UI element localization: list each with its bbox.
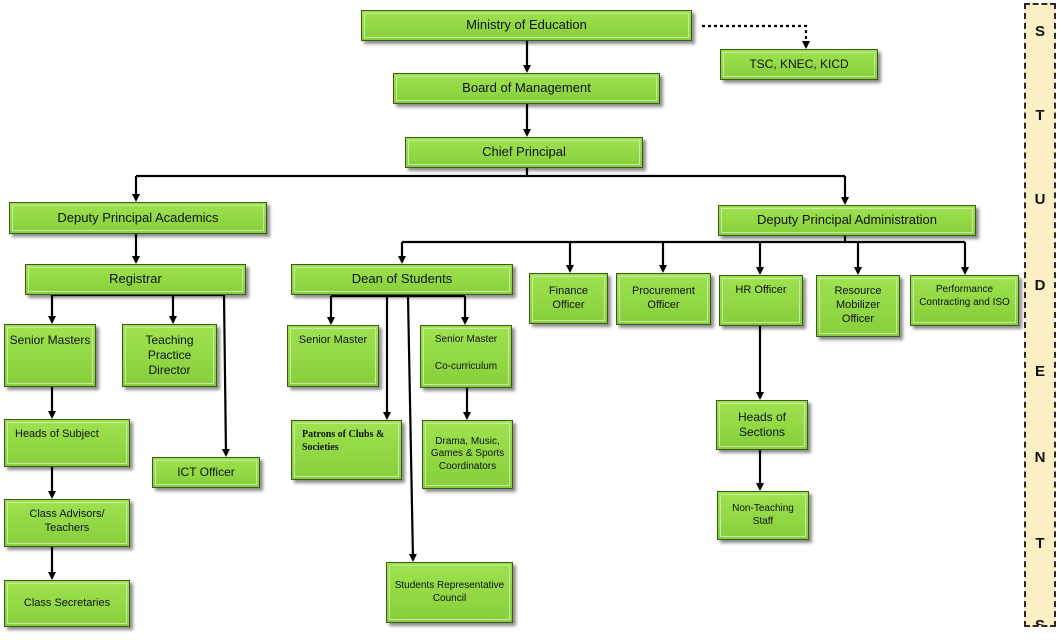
heads-of-subject-label: Heads of Subject (15, 428, 99, 440)
dean-senior-master-box: Senior Master (287, 325, 379, 387)
students-letter-8: S (1034, 617, 1045, 627)
registrar-box: Registrar (25, 264, 246, 295)
dean-of-students-box: Dean of Students (291, 264, 513, 295)
drama-music-games-label: Drama, Music, Games & Sports Coordinator… (430, 435, 505, 472)
patrons-of-clubs-box: Patrons of Clubs & Societies (291, 420, 402, 480)
senior-master-cocurriculum-line2: Co-curriculum (434, 360, 498, 372)
non-teaching-staff-box: Non-Teaching Staff (717, 491, 809, 540)
senior-master-cocurriculum-text: Senior Master Co-curriculum (435, 334, 497, 373)
deputy-principal-administration-label: Deputy Principal Administration (757, 212, 937, 228)
finance-officer-box: Finance Officer (529, 273, 608, 324)
finance-officer-label: Finance Officer (548, 284, 589, 311)
board-of-management-label: Board of Management (462, 80, 591, 96)
resource-mobilizer-officer-label: Resource Mobilizer Officer (834, 285, 882, 325)
performance-contracting-iso-box: Performance Contracting and ISO (910, 275, 1019, 326)
hr-officer-label: HR Officer (735, 284, 787, 296)
senior-masters-box: Senior Masters (4, 324, 96, 387)
chief-principal-label: Chief Principal (482, 144, 566, 160)
class-advisors-box: Class Advisors/ Teachers (4, 499, 130, 547)
senior-master-cocurriculum-line1: Senior Master (434, 334, 498, 345)
resource-mobilizer-officer-box: Resource Mobilizer Officer (816, 275, 900, 337)
students-letter-7: T (1035, 535, 1045, 552)
deputy-principal-academics-box: Deputy Principal Academics (9, 202, 267, 234)
teaching-practice-director-label: Teaching Practice Director (145, 333, 194, 377)
teaching-practice-director-box: Teaching Practice Director (122, 324, 217, 387)
ministry-of-education-label: Ministry of Education (466, 17, 587, 33)
patrons-of-clubs-label: Patrons of Clubs & Societies (302, 429, 385, 453)
students-letter-4: D (1034, 277, 1046, 294)
tsc-knec-kicd-box: TSC, KNEC, KICD (720, 49, 878, 80)
board-of-management-box: Board of Management (393, 73, 660, 104)
deputy-principal-academics-label: Deputy Principal Academics (57, 209, 219, 225)
dean-of-students-label: Dean of Students (351, 271, 453, 287)
ict-officer-box: ICT Officer (152, 457, 260, 488)
deputy-principal-administration-box: Deputy Principal Administration (718, 205, 976, 236)
senior-master-cocurriculum-box: Senior Master Co-curriculum (420, 325, 512, 388)
tsc-knec-kicd-label: TSC, KNEC, KICD (749, 57, 849, 71)
senior-masters-label: Senior Masters (9, 333, 91, 347)
line-to-ict (221, 294, 230, 457)
performance-contracting-iso-label: Performance Contracting and ISO (919, 284, 1010, 308)
students-representative-council-box: Students Representative Council (386, 562, 513, 623)
heads-of-sections-label: Heads of Sections (737, 410, 787, 439)
registrar-label: Registrar (109, 271, 162, 287)
dean-senior-master-label: Senior Master (298, 334, 368, 346)
students-side-panel: S T U D E N T S (1024, 3, 1056, 627)
chief-principal-box: Chief Principal (405, 137, 643, 168)
line-to-src (406, 295, 417, 562)
heads-of-subject-box: Heads of Subject (4, 419, 130, 467)
class-advisors-label: Class Advisors/ Teachers (29, 508, 105, 534)
students-letter-6: N (1034, 449, 1046, 466)
class-secretaries-label: Class Secretaries (23, 596, 111, 609)
students-letter-2: T (1035, 107, 1045, 124)
procurement-officer-box: Procurement Officer (616, 273, 711, 325)
procurement-officer-label: Procurement Officer (632, 285, 695, 311)
ict-officer-label: ICT Officer (177, 465, 235, 479)
dotted-link-ministry-tsc (702, 24, 810, 49)
ministry-of-education-box: Ministry of Education (361, 10, 692, 41)
non-teaching-staff-label: Non-Teaching Staff (732, 503, 794, 527)
class-secretaries-box: Class Secretaries (4, 580, 130, 627)
drama-music-games-box: Drama, Music, Games & Sports Coordinator… (422, 420, 513, 489)
students-letter-1: S (1034, 23, 1045, 40)
students-letter-3: U (1034, 191, 1046, 208)
heads-of-sections-box: Heads of Sections (716, 400, 808, 450)
students-letter-5: E (1034, 363, 1045, 380)
hr-officer-box: HR Officer (719, 275, 803, 326)
students-representative-council-label: Students Representative Council (394, 580, 505, 604)
